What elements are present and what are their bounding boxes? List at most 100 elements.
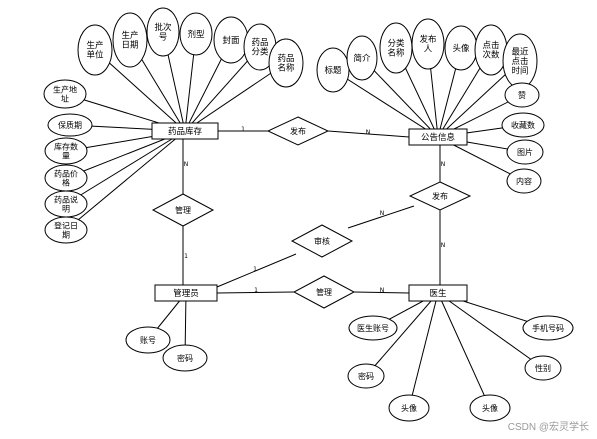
relation-manage-left (151, 193, 215, 227)
attribute-drug-shelf (47, 113, 93, 137)
relation-label-manage-left: 管理 (175, 205, 191, 215)
cardinality-many: N (380, 287, 385, 294)
attribute-label-avatar: 头像 (452, 43, 470, 54)
attribute-label-name: 药品名称 (277, 53, 295, 74)
attribute-label-dosage: 剂型 (187, 29, 205, 40)
announcement-attr-link-title (332, 69, 439, 138)
attribute-drug-dosage (179, 12, 213, 56)
attribute-drug-qty (44, 137, 88, 165)
attribute-doctor-avatar-1 (388, 394, 430, 422)
attribute-label-favorites: 收藏数 (511, 120, 535, 130)
attribute-announce-favorites (501, 112, 545, 138)
cardinality-many: N (441, 161, 446, 168)
attribute-drug-batch (146, 7, 180, 57)
announcement-attr-link-intro (361, 57, 439, 138)
approve-publish-link (347, 205, 415, 229)
attribute-drug-reg-date (44, 216, 88, 244)
entity-doctor (408, 284, 468, 302)
relation-label-approve: 审核 (314, 236, 330, 246)
attribute-drug-maker (77, 24, 113, 76)
attribute-label-gender: 性别 (535, 363, 551, 373)
cardinality-many: N (441, 242, 446, 249)
entity-label-doctor: 医生 (429, 288, 447, 299)
attribute-label-password: 密码 (358, 371, 374, 381)
cardinality-one: 1 (254, 287, 258, 294)
doctor-attr-link-avatar_1 (408, 292, 439, 409)
attribute-doctor-gender (524, 355, 562, 381)
attribute-doctor-phone (522, 315, 574, 341)
entity-label-admin: 管理员 (173, 288, 199, 299)
attribute-label-clicks: 点击次数 (482, 40, 500, 61)
entity-announcement (408, 128, 468, 146)
attribute-label-category: 药品分类 (251, 37, 269, 58)
attribute-announce-content (506, 168, 542, 194)
drug_stock-attr-link-reg_date (65, 130, 186, 231)
doctor-attr-link-password (365, 292, 439, 377)
attribute-label-avatar-1: 头像 (401, 403, 417, 413)
attribute-announce-like (504, 82, 540, 108)
attribute-label-image: 图片 (517, 147, 533, 157)
attribute-label-title: 标题 (324, 65, 342, 76)
attribute-label-avatar-2: 头像 (482, 403, 498, 413)
attribute-label-batch: 批次号 (154, 22, 172, 42)
relation-label-publish-top: 发布 (290, 126, 306, 136)
attribute-label-last-click: 最近点击时间 (511, 46, 529, 76)
cardinality-many: N (380, 210, 385, 217)
attribute-label-intro: 简介 (353, 53, 371, 64)
attribute-label-shelf: 保质期 (58, 120, 82, 130)
watermark: CSDN @宏灵学长 (507, 422, 589, 433)
attribute-label-prod-date: 生产日期 (121, 30, 138, 51)
attribute-drug-origin (43, 79, 87, 109)
relation-publish-top (266, 116, 330, 146)
relation-publish-right (408, 181, 472, 211)
cardinality-one: 1 (253, 266, 257, 273)
attribute-admin-password (162, 344, 208, 372)
relation-approve (290, 224, 354, 258)
relation-label-publish-right: 发布 (432, 191, 448, 201)
admin-manage-link (216, 291, 295, 294)
cardinality-many: N (184, 161, 189, 168)
cardinality-many: N (366, 129, 371, 136)
entity-label-drug-stock: 药品库存 (168, 126, 203, 137)
relation-label-manage-bottom: 管理 (316, 287, 332, 297)
attribute-admin-account (125, 326, 171, 354)
attribute-announce-publisher (411, 18, 445, 70)
entity-drug-stock (151, 122, 219, 140)
drug_stock-attr-link-name (184, 62, 287, 132)
attribute-label-maker: 生产单位 (86, 40, 104, 61)
attribute-doctor-avatar-2 (469, 394, 511, 422)
relation-manage-bottom (292, 275, 356, 309)
attribute-label-account: 账号 (140, 336, 156, 345)
manage-doctor-link (353, 291, 410, 294)
attribute-label-like: 赞 (518, 90, 526, 100)
admin-approve-link (216, 253, 297, 288)
nodes: 发布管理发布审核管理药品库存公告信息管理员医生生产单位生产日期批次号剂型封面药品… (43, 7, 574, 422)
doctor-attr-link-avatar_2 (437, 292, 491, 409)
attribute-label-reg-date: 登记日期 (54, 220, 78, 239)
drug_stock-attr-link-desc (65, 130, 186, 205)
cardinality-one: 1 (184, 253, 188, 260)
attribute-label-cover: 封面 (222, 35, 240, 46)
attribute-drug-name (268, 38, 304, 88)
doctor-attr-link-gender (437, 292, 544, 369)
attribute-label-desc: 药品说明 (54, 194, 78, 213)
attribute-doctor-password (347, 363, 385, 389)
attribute-label-phone: 手机号码 (532, 323, 564, 333)
attribute-drug-prod-date (112, 12, 148, 68)
attribute-label-origin: 生产地址 (53, 84, 77, 103)
attribute-label-account: 医生账号 (357, 323, 389, 333)
attribute-label-price: 药品价格 (54, 168, 78, 187)
attribute-label-password: 密码 (177, 353, 193, 363)
publish-announcement-link (327, 130, 410, 138)
attribute-label-content: 内容 (516, 176, 532, 186)
attribute-announce-intro (346, 35, 378, 81)
attribute-label-qty: 库存数量 (54, 141, 78, 160)
attribute-doctor-account (348, 315, 398, 341)
entity-admin (154, 284, 218, 302)
entity-label-announcement: 公告信息 (421, 132, 456, 143)
drug_stock-attr-link-maker (94, 49, 186, 132)
attribute-label-category: 分类名称 (387, 38, 405, 59)
attribute-announce-image (506, 139, 544, 165)
